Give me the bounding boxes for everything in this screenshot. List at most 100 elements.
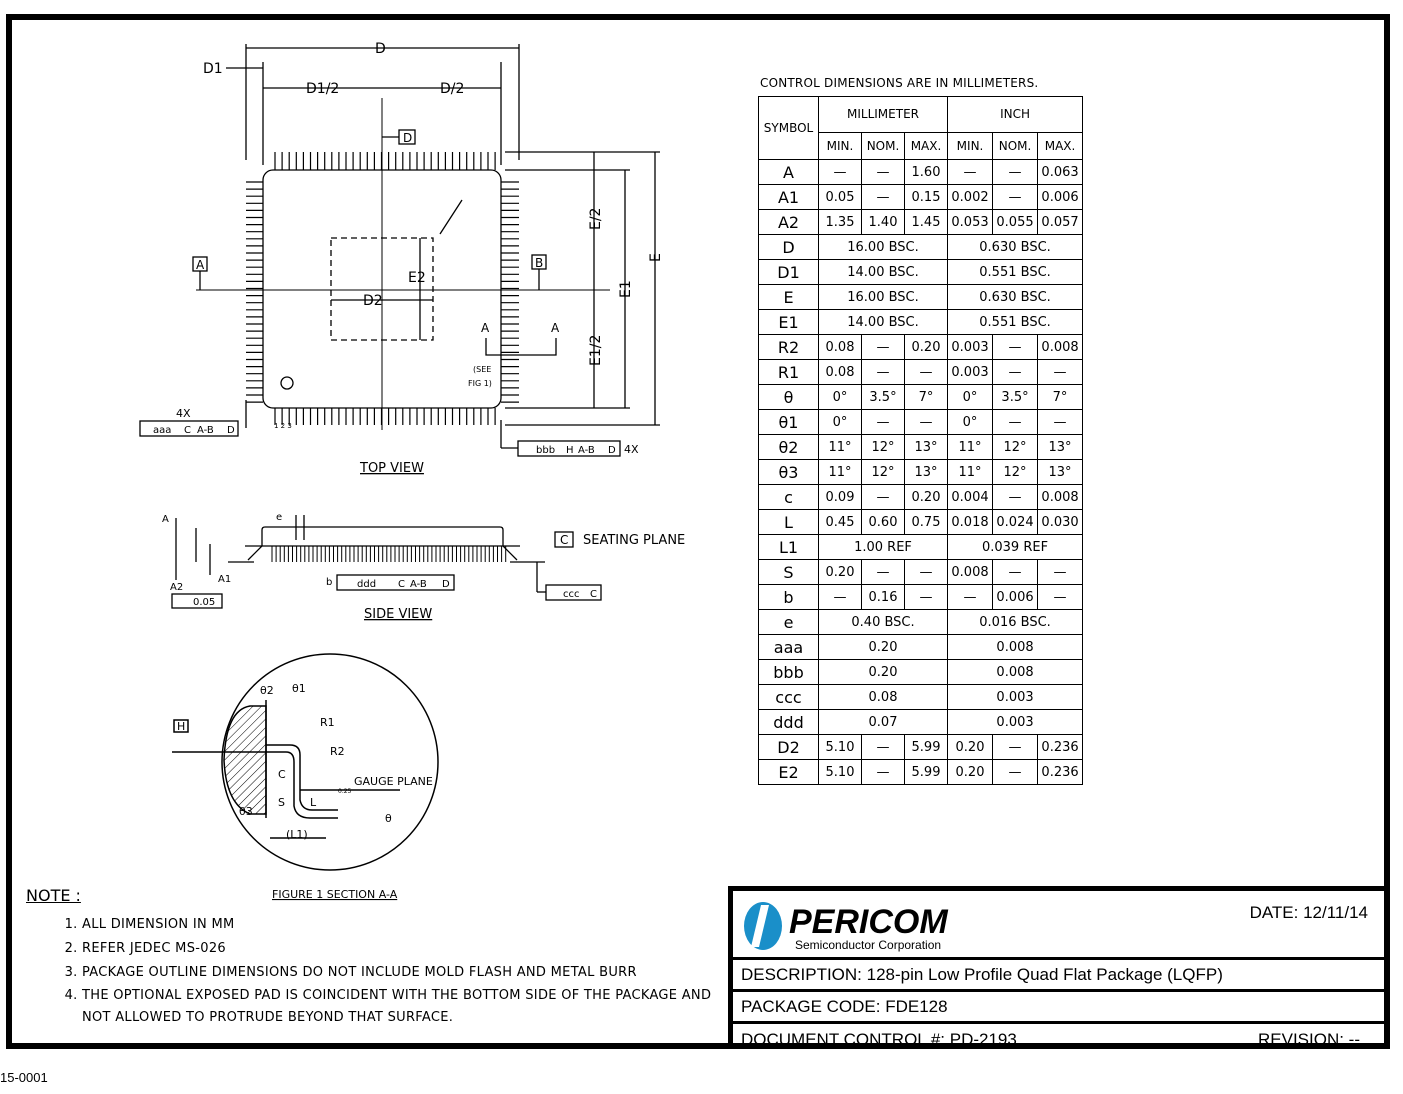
row-cell: 5.99 bbox=[903, 759, 949, 785]
row-cell: 0.055 bbox=[992, 209, 1039, 235]
row-cell: 0.05 bbox=[818, 184, 862, 210]
fcf-b-ab: A-B bbox=[410, 579, 427, 590]
row-cell-inch: 0.630 BSC. bbox=[947, 284, 1084, 310]
row-symbol: D bbox=[758, 234, 819, 260]
header-in-min: MIN. bbox=[947, 131, 994, 161]
label-c: C bbox=[278, 768, 286, 781]
fcf-left-d: D bbox=[227, 425, 235, 436]
top-view-text: D D1 D1/2 D/2 E/2 E E1 E1/2 E2 D2 A B D … bbox=[153, 41, 664, 476]
row-cell: 1.35 bbox=[818, 209, 862, 235]
row-cell: 0.236 bbox=[1037, 734, 1084, 760]
row-cell: — bbox=[947, 159, 994, 185]
description: DESCRIPTION: 128-pin Low Profile Quad Fl… bbox=[741, 965, 1223, 984]
doc-control-row: DOCUMENT CONTROL #: PD-2193 REVISION: -- bbox=[733, 1021, 1390, 1054]
fcf-right-h: H bbox=[566, 445, 574, 456]
dim-D: D bbox=[375, 41, 386, 57]
row-cell: 0.08 bbox=[818, 334, 862, 360]
row-cell-inch: 0.008 bbox=[947, 659, 1084, 685]
datum-A: A bbox=[196, 258, 205, 272]
row-symbol: E1 bbox=[758, 309, 819, 335]
label-s: S bbox=[278, 796, 285, 809]
gauge-plane-label: GAUGE PLANE bbox=[354, 775, 433, 788]
row-cell: 13° bbox=[1037, 459, 1084, 485]
dim-D1: D1 bbox=[203, 61, 223, 77]
row-cell: 11° bbox=[818, 434, 862, 460]
row-cell: 13° bbox=[1037, 434, 1084, 460]
footer-code: 15-0001 bbox=[0, 1070, 48, 1085]
row-cell: — bbox=[903, 559, 949, 585]
row-symbol: ddd bbox=[758, 709, 819, 735]
row-cell: 0.006 bbox=[1037, 184, 1084, 210]
see-note-1: (SEE bbox=[473, 365, 491, 374]
row-cell-inch: 0.003 bbox=[947, 684, 1084, 710]
row-cell: — bbox=[861, 359, 905, 385]
date: DATE: 12/11/14 bbox=[1249, 903, 1368, 922]
label-theta2: θ2 bbox=[260, 684, 274, 697]
row-cell: 0.20 bbox=[903, 334, 949, 360]
row-cell-inch: 0.630 BSC. bbox=[947, 234, 1084, 260]
fcf-right-count: 4X bbox=[624, 443, 639, 456]
label-l1: (L1) bbox=[286, 828, 308, 841]
dim-A2: A2 bbox=[170, 582, 183, 593]
label-r1: R1 bbox=[320, 716, 335, 729]
row-cell: — bbox=[992, 159, 1039, 185]
row-cell: 12° bbox=[992, 459, 1039, 485]
header-symbol: SYMBOL bbox=[758, 96, 819, 160]
dim-D1-half: D1/2 bbox=[306, 81, 339, 97]
row-cell: — bbox=[861, 759, 905, 785]
dimension-table: CONTROL DIMENSIONS ARE IN MILLIMETERS. S… bbox=[758, 76, 1084, 785]
row-cell-mm: 0.20 bbox=[817, 634, 949, 660]
row-symbol: R1 bbox=[758, 359, 819, 385]
row-cell: 0.09 bbox=[818, 484, 862, 510]
row-cell-mm: 0.07 bbox=[817, 709, 949, 735]
row-cell: — bbox=[992, 759, 1039, 785]
fcf-b-ddd: ddd bbox=[357, 579, 376, 590]
row-symbol: c bbox=[758, 484, 819, 510]
row-cell-inch: 0.008 bbox=[947, 634, 1084, 660]
top-view-label: TOP VIEW bbox=[359, 461, 424, 476]
row-cell: 0.75 bbox=[903, 509, 949, 535]
row-cell-inch: 0.551 BSC. bbox=[947, 309, 1084, 335]
doc-control: DOCUMENT CONTROL #: PD-2193 bbox=[741, 1030, 1017, 1049]
row-cell: 0.004 bbox=[947, 484, 994, 510]
row-symbol: D2 bbox=[758, 734, 819, 760]
table-caption: CONTROL DIMENSIONS ARE IN MILLIMETERS. bbox=[760, 76, 1039, 90]
dim-D2: D2 bbox=[363, 293, 383, 309]
row-cell-mm: 14.00 BSC. bbox=[817, 309, 949, 335]
note-item: REFER JEDEC MS-026 bbox=[82, 937, 726, 961]
label-theta: θ bbox=[385, 812, 392, 825]
label-theta3: θ3 bbox=[239, 805, 253, 818]
row-cell: — bbox=[992, 409, 1039, 435]
datum-H: H bbox=[177, 720, 185, 733]
row-cell-mm: 1.00 REF bbox=[817, 534, 949, 560]
row-cell-mm: 14.00 BSC. bbox=[817, 259, 949, 285]
row-cell: 13° bbox=[903, 434, 949, 460]
note-item: ALL DIMENSION IN MM bbox=[82, 913, 726, 937]
dim-E1: E1 bbox=[618, 280, 634, 298]
row-cell: — bbox=[1037, 409, 1084, 435]
row-cell: 5.10 bbox=[818, 734, 862, 760]
notes: NOTE : ALL DIMENSION IN MM REFER JEDEC M… bbox=[26, 886, 726, 1029]
row-symbol: A2 bbox=[758, 209, 819, 235]
side-view-text: A A1 A2 e b C SEATING PLANE 0.05 ddd C A… bbox=[162, 512, 685, 622]
count-4x: 4X bbox=[176, 407, 191, 420]
row-cell: 7° bbox=[1037, 384, 1084, 410]
fcf-right-d: D bbox=[608, 445, 616, 456]
side-view bbox=[171, 515, 602, 609]
row-cell: 0.024 bbox=[992, 509, 1039, 535]
row-cell: 0.003 bbox=[947, 359, 994, 385]
row-cell: 0.008 bbox=[1037, 484, 1084, 510]
row-symbol: θ3 bbox=[758, 459, 819, 485]
row-cell: — bbox=[992, 184, 1039, 210]
row-cell: 0.15 bbox=[903, 184, 949, 210]
row-symbol: aaa bbox=[758, 634, 819, 660]
row-cell: 0.018 bbox=[947, 509, 994, 535]
row-cell: 0.030 bbox=[1037, 509, 1084, 535]
